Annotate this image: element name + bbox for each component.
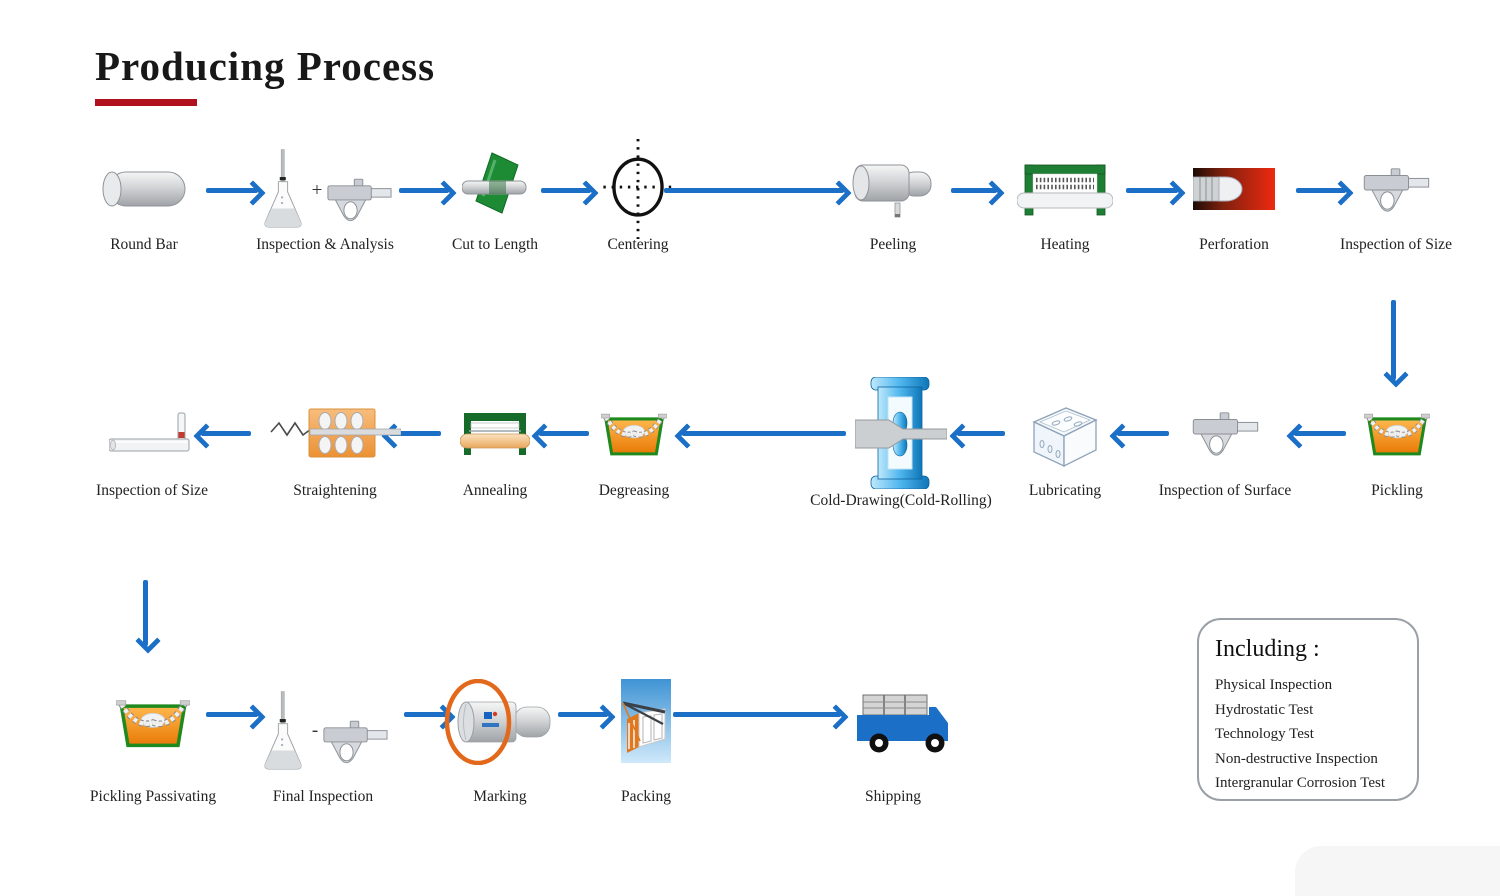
flow-arrow-right bbox=[206, 712, 258, 717]
step-label: Annealing bbox=[462, 482, 528, 499]
step-label: Inspection of Size bbox=[1340, 236, 1452, 253]
process-step-lubricating: Lubricating bbox=[990, 388, 1140, 500]
step-label: Round Bar bbox=[110, 236, 178, 253]
flow-arrow-right bbox=[399, 188, 449, 193]
flow-arrow-left bbox=[389, 431, 441, 436]
pickling-tank-icon bbox=[1364, 388, 1430, 478]
flow-arrow-right bbox=[1126, 188, 1178, 193]
step-label: Pickling Passivating bbox=[89, 788, 217, 805]
flow-arrow-down bbox=[143, 580, 148, 646]
including-item: Intergranular Corrosion Test bbox=[1215, 775, 1386, 791]
step-label: Shipping bbox=[865, 788, 921, 805]
flow-arrow-right bbox=[558, 712, 608, 717]
including-item: Non-destructive Inspection bbox=[1215, 750, 1378, 767]
process-step-perforation: Perforation bbox=[1154, 146, 1314, 254]
caliper-icon bbox=[326, 174, 392, 224]
process-step-pickling-passivating: Pickling Passivating bbox=[58, 660, 248, 806]
including-item: Hydrostatic Test bbox=[1215, 701, 1314, 718]
straightening-rollers-icon bbox=[269, 388, 401, 478]
caliper-icon bbox=[1191, 388, 1259, 478]
cold-drawing-icon bbox=[855, 377, 947, 489]
lubricating-crate-icon bbox=[1028, 388, 1102, 478]
including-title: Including : bbox=[1215, 636, 1320, 662]
flow-arrow-right bbox=[673, 712, 841, 717]
flow-arrow-right bbox=[951, 188, 997, 193]
page-title: Producing Process bbox=[95, 43, 436, 89]
caliper-icon bbox=[322, 716, 388, 766]
peeling-icon bbox=[851, 146, 935, 232]
process-step-packing: Packing bbox=[571, 660, 721, 806]
flow-arrow-right bbox=[664, 188, 844, 193]
marking-ring-icon bbox=[444, 660, 556, 784]
process-step-degreasing: Degreasing bbox=[559, 388, 709, 500]
process-step-heating: Heating bbox=[985, 146, 1145, 254]
including-item: Technology Test bbox=[1215, 726, 1314, 742]
process-step-centering: Centering bbox=[568, 139, 708, 254]
flow-arrow-left bbox=[957, 431, 1005, 436]
process-step-inspection-of-size-2: Inspection of Size bbox=[57, 388, 247, 500]
step-label: Cold-Drawing(Cold-Rolling) bbox=[810, 492, 992, 509]
flow-arrow-left bbox=[682, 431, 846, 436]
plus-sign: + bbox=[311, 180, 323, 201]
process-step-inspection-analysis: + Inspection & Analysis bbox=[225, 146, 425, 254]
heating-icon bbox=[1017, 146, 1113, 232]
process-step-shipping: Shipping bbox=[813, 660, 973, 806]
step-label: Pickling bbox=[1371, 482, 1423, 499]
perforation-icon bbox=[1193, 146, 1275, 232]
step-label: Degreasing bbox=[598, 482, 670, 499]
including-item: Physical Inspection bbox=[1215, 677, 1333, 693]
flow-arrow-left bbox=[1117, 431, 1169, 436]
step-label: Perforation bbox=[1199, 236, 1269, 253]
step-label: Marking bbox=[473, 788, 527, 805]
flow-arrow-right bbox=[541, 188, 591, 193]
minus-sign: - bbox=[311, 720, 319, 741]
flask-icon bbox=[258, 690, 308, 774]
process-step-round-bar: Round Bar bbox=[64, 146, 224, 254]
annealing-furnace-icon bbox=[460, 388, 530, 478]
flow-arrow-left bbox=[1294, 431, 1346, 436]
process-step-marking: Marking bbox=[420, 660, 580, 806]
step-label: Cut to Length bbox=[451, 236, 539, 253]
step-label: Peeling bbox=[869, 236, 917, 253]
process-step-cold-drawing: Cold-Drawing(Cold-Rolling) bbox=[781, 377, 1021, 510]
packing-bundle-icon bbox=[619, 660, 673, 784]
final-inspection-icon: - bbox=[258, 660, 388, 784]
step-label: Straightening bbox=[293, 482, 377, 499]
step-label: Heating bbox=[1040, 236, 1090, 253]
including-panel: Including : Physical Inspection Hydrosta… bbox=[1197, 618, 1419, 801]
flow-arrow-right bbox=[404, 712, 448, 717]
process-step-annealing: Annealing bbox=[420, 388, 570, 500]
cut-to-length-icon bbox=[462, 146, 528, 232]
length-gauge-icon bbox=[109, 388, 195, 478]
inspection-analysis-icon: + bbox=[258, 146, 393, 232]
process-step-cut-to-length: Cut to Length bbox=[420, 146, 570, 254]
process-step-inspection-of-surface: Inspection of Surface bbox=[1130, 388, 1320, 500]
process-step-final-inspection: - Final Inspection bbox=[228, 660, 418, 806]
flow-arrow-right bbox=[206, 188, 258, 193]
centering-icon bbox=[602, 139, 674, 239]
step-label: Inspection of Surface bbox=[1158, 482, 1292, 499]
pickling-passivating-tank-icon bbox=[116, 660, 190, 784]
step-label: Packing bbox=[621, 788, 671, 805]
corner-watermark bbox=[1295, 846, 1500, 896]
step-label: Final Inspection bbox=[272, 788, 374, 805]
degreasing-tank-icon bbox=[601, 388, 667, 478]
process-step-straightening: Straightening bbox=[250, 388, 420, 500]
process-step-inspection-of-size: Inspection of Size bbox=[1311, 146, 1481, 254]
title-underline bbox=[95, 99, 197, 106]
step-label: Lubricating bbox=[1028, 482, 1102, 499]
flask-icon bbox=[258, 148, 308, 232]
flow-arrow-down bbox=[1391, 300, 1396, 380]
flow-arrow-left bbox=[539, 431, 589, 436]
process-step-peeling: Peeling bbox=[813, 146, 973, 254]
step-label: Inspection & Analysis bbox=[256, 236, 394, 253]
caliper-icon bbox=[1362, 146, 1430, 232]
step-label: Inspection of Size bbox=[96, 482, 208, 499]
flow-arrow-right bbox=[1296, 188, 1346, 193]
round-bar-icon bbox=[99, 146, 189, 232]
flow-arrow-left bbox=[201, 431, 251, 436]
process-step-pickling: Pickling bbox=[1327, 388, 1467, 500]
step-label: Centering bbox=[607, 236, 669, 253]
shipping-truck-icon bbox=[837, 660, 949, 784]
